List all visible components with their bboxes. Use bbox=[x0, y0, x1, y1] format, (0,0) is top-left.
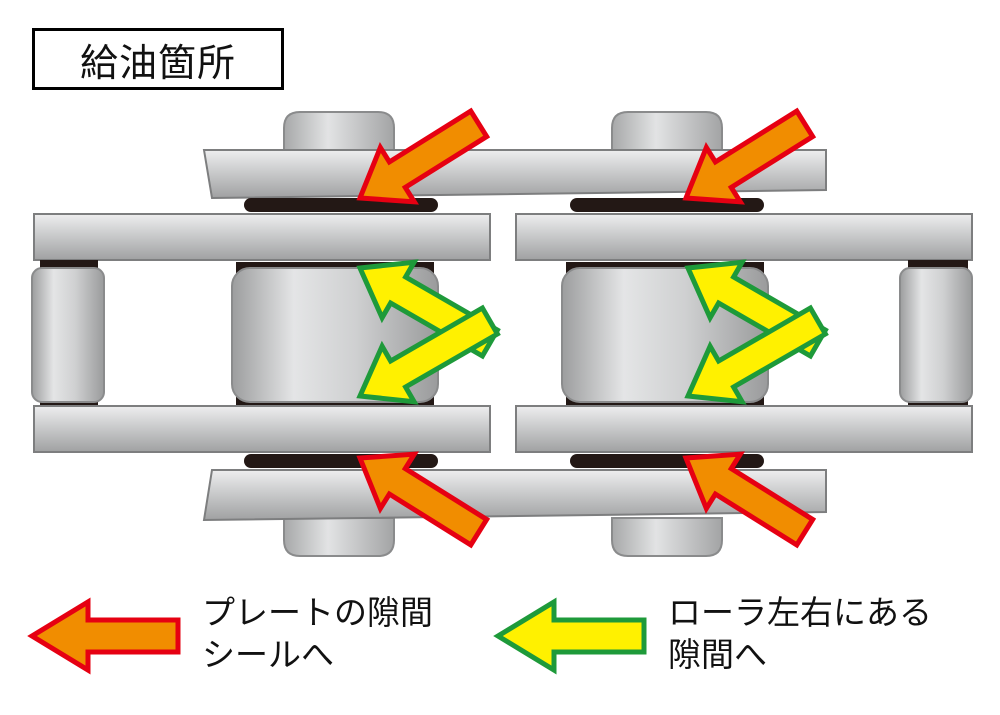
outer-plate-top bbox=[202, 149, 827, 200]
orange-arrow-bottom-left bbox=[356, 451, 491, 549]
legend-roller-gap-line-1: ローラ左右にある bbox=[668, 593, 932, 632]
inner-plate-top-left bbox=[33, 213, 491, 261]
legend-orange-arrow-icon bbox=[27, 597, 181, 675]
title-box: 給油箇所 bbox=[32, 28, 284, 90]
legend-roller-gap-text: ローラ左右にある 隙間へ bbox=[668, 592, 932, 676]
outer-plate-bottom bbox=[202, 469, 827, 522]
pin-head-top-left bbox=[283, 111, 395, 153]
legend-plate-gap-line-2: シールへ bbox=[202, 635, 334, 674]
inner-plate-bottom-left bbox=[33, 405, 491, 453]
legend-yellow-arrow-icon bbox=[493, 597, 647, 675]
legend-roller-gap-line-2: 隙間へ bbox=[668, 635, 767, 674]
pin-head-top-right bbox=[611, 111, 723, 153]
title-label: 給油箇所 bbox=[79, 40, 236, 85]
yellow-arrow-lower-right bbox=[684, 304, 829, 405]
orange-arrow-top-left bbox=[356, 107, 491, 205]
yellow-arrow-lower-left bbox=[356, 304, 501, 405]
legend-plate-gap-text: プレートの隙間 シールへ bbox=[202, 592, 433, 676]
inner-plate-top-right bbox=[515, 213, 973, 261]
orange-arrow-bottom-right bbox=[682, 451, 817, 549]
orange-arrow-top-right bbox=[682, 107, 817, 205]
roller-far-right bbox=[899, 267, 973, 403]
legend-plate-gap-line-1: プレートの隙間 bbox=[202, 593, 433, 632]
inner-plate-bottom-right bbox=[515, 405, 973, 453]
pin-head-bottom-right bbox=[611, 517, 723, 557]
pin-head-bottom-left bbox=[283, 517, 395, 557]
roller-far-left bbox=[31, 267, 105, 403]
